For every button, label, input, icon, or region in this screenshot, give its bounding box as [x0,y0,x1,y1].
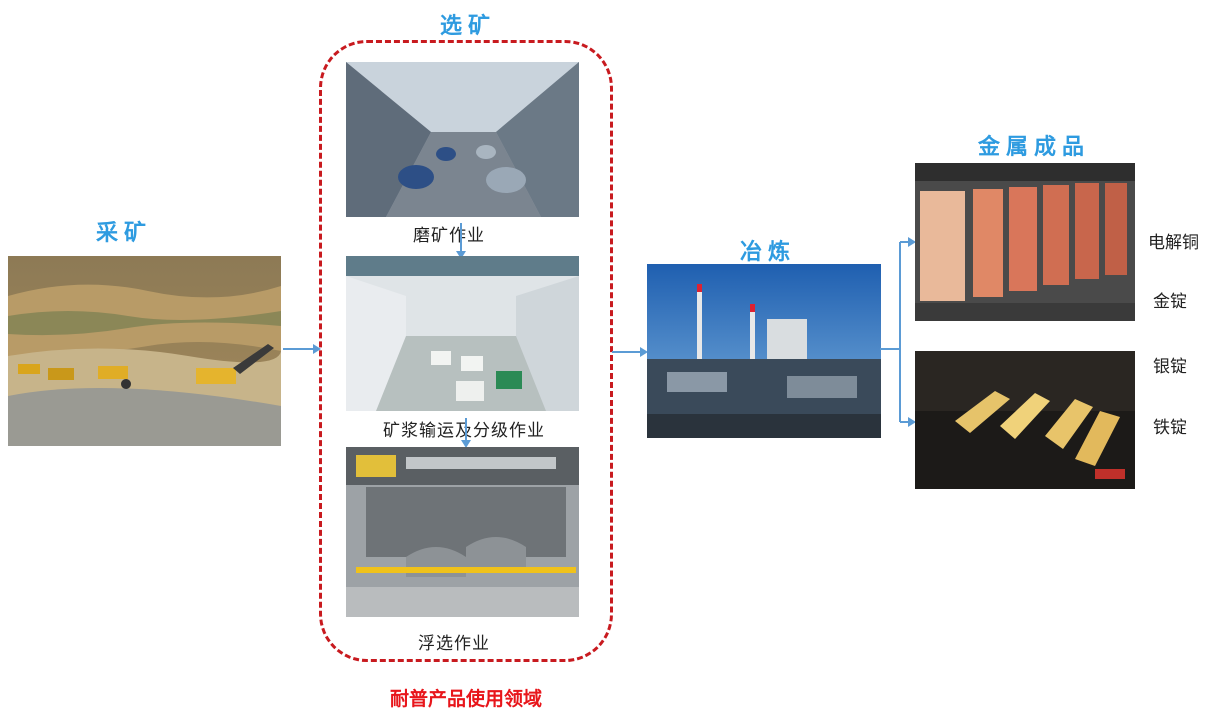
product-label-silver: 银锭 [1153,357,1187,377]
beneficiation-title: 选矿 [440,14,497,39]
arrow-beneficiation-to-smelting [612,347,648,357]
footer-application-note: 耐普产品使用领域 [390,688,543,710]
mining-title: 采矿 [96,221,153,246]
product-label-copper: 电解铜 [1148,233,1199,253]
beneficiation-group [319,40,613,662]
step-caption-flotation: 浮选作业 [418,634,490,654]
copper-cathode-photo [915,163,1135,321]
flotation-photo [346,447,579,617]
product-label-iron: 铁锭 [1153,418,1187,438]
arrow-smelting-to-products [880,237,916,427]
mining-photo [8,256,281,446]
product-label-gold: 金锭 [1153,292,1187,312]
products-title: 金属成品 [978,135,1091,160]
step-caption-slurry: 矿浆输运及分级作业 [383,421,545,441]
step-caption-grinding: 磨矿作业 [413,226,485,246]
arrow-grinding-to-slurry [456,223,466,259]
slurry-photo [346,256,579,411]
smelting-title: 冶炼 [740,240,797,265]
grinding-photo [346,62,579,217]
smelting-photo [647,264,881,438]
arrow-mining-to-beneficiation [283,344,321,354]
gold-ingot-photo [915,351,1135,489]
arrow-slurry-to-flotation [461,418,471,448]
